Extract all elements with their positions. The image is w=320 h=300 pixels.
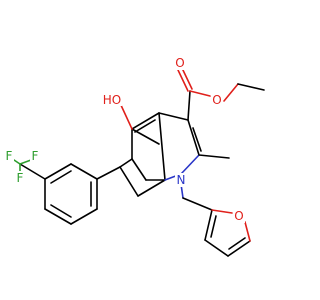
- bond-furan-o-c2: [211, 209, 233, 214]
- atom-hydroxyl: HO: [103, 93, 121, 107]
- bonds: [13, 67, 265, 257]
- bond-c6-aryl: [96, 166, 121, 180]
- bond-aryl-cf3: [19, 163, 46, 180]
- bond-benz-c4c5: [131, 128, 160, 145]
- bond-furan-c4-c5: [227, 240, 251, 257]
- bond-aryl-6-1: [70, 163, 98, 180]
- bond-c2-n1: [180, 154, 200, 175]
- bond-c-o-double-b: [181, 67, 193, 90]
- bond-furan-c4-c5-inner: [228, 237, 246, 250]
- atom-furan-oxygen: O: [234, 209, 243, 223]
- bond-c-o-double-a: [177, 69, 189, 92]
- bond-ch2-furan: [182, 197, 213, 211]
- atom-indole-nitrogen: N: [177, 173, 186, 187]
- bond-c-f-top-right: [19, 159, 32, 165]
- bond-c6-c7: [119, 166, 139, 197]
- bond-c5-oh: [119, 102, 133, 130]
- bond-c3a-c3: [158, 112, 189, 121]
- bond-aryl-5-6-inner: [50, 170, 72, 184]
- atom-ester-carbonyl-oxygen: O: [175, 56, 184, 70]
- bond-c-o-ether: [189, 90, 211, 97]
- bond-c3-c2: [187, 119, 200, 156]
- bond-furan-c2-c3: [204, 209, 213, 241]
- molecule-structure: HO O O N O F F F: [3, 56, 265, 257]
- bond-c5-c6: [119, 158, 133, 168]
- bond-c3-ccarbonyl: [187, 90, 191, 121]
- bond-c2-methyl: [198, 154, 230, 159]
- atom-labels: HO O O N O F F F: [3, 56, 245, 223]
- bond-aryl-3-4-inner: [50, 204, 72, 218]
- atom-fluorine-bottom: F: [17, 171, 24, 185]
- atom-ester-ether-oxygen: O: [212, 93, 221, 107]
- bond-aryl-2-3: [70, 208, 98, 225]
- bond-furan-c2-c3-inner: [210, 215, 217, 238]
- bond-c4-c4-inner: [134, 119, 156, 133]
- bond-furan-c3-c4: [204, 239, 229, 257]
- atom-fluorine-right: F: [32, 149, 39, 163]
- bond-c-f-top-left: [13, 159, 21, 165]
- bond-aryl-3-4: [44, 208, 72, 225]
- atom-fluorine-left: F: [6, 149, 13, 163]
- bond-c3-c2-inner: [192, 127, 202, 152]
- bond-ch2-ch3: [237, 83, 265, 91]
- bond-c7-c7a: [137, 179, 166, 197]
- bond-c5-c6-ring: [131, 158, 147, 181]
- bond-aryl-5-6: [44, 163, 72, 180]
- bond-o-ch2: [223, 83, 239, 102]
- bond-c7a-c3a: [158, 112, 166, 181]
- bond-furan-c5-o: [244, 221, 251, 242]
- bond-c3a-c4: [131, 112, 160, 130]
